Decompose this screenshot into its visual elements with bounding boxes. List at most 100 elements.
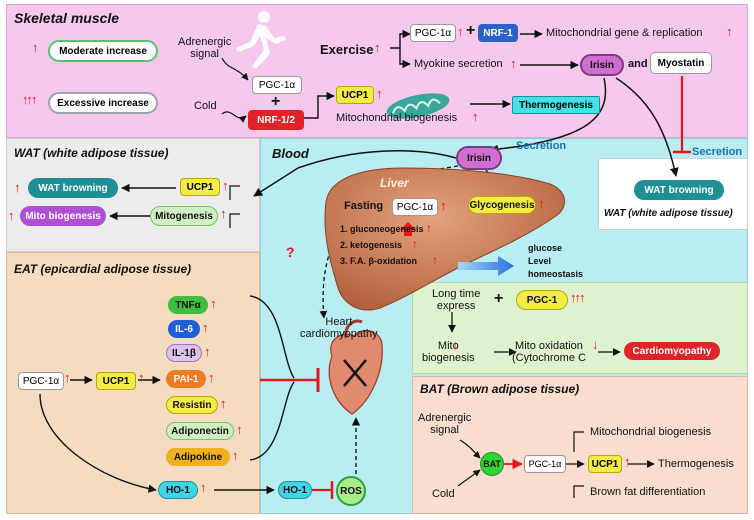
mito-biogenesis-label: Mitochondrial biogenesis bbox=[336, 112, 458, 124]
ketogenesis-label: 2. ketogenesis bbox=[340, 240, 403, 250]
resistin-pill: Resistin bbox=[166, 396, 218, 414]
glycogenesis-pill: Glycogenesis bbox=[468, 196, 536, 214]
up-arrow-icon: ↑ bbox=[8, 208, 15, 223]
bat-thermo-label: Thermogenesis bbox=[658, 458, 734, 470]
secretion-label: Secretion bbox=[692, 146, 743, 158]
up-arrow-icon: ↑ bbox=[32, 40, 39, 55]
up-arrow-icon: ↑ bbox=[220, 396, 227, 411]
mito-oxidation-label: Mito oxidation (Cytochrome C bbox=[512, 340, 586, 364]
up-arrow-icon: ↑ bbox=[138, 370, 145, 385]
up-arrow-icon: ↑ bbox=[14, 180, 21, 195]
irisin-blood-oval: Irisin bbox=[456, 146, 502, 170]
up-arrow-icon: ↑ bbox=[412, 237, 418, 251]
up-arrow-icon: ↑ bbox=[202, 320, 209, 335]
up-arrow-icon: ↑ bbox=[64, 370, 71, 385]
up-arrow-icon: ↑ bbox=[426, 221, 432, 235]
bat-mito-label: Mitochondrial biogenesis bbox=[590, 426, 712, 438]
skeletal-muscle-panel bbox=[6, 4, 748, 138]
up-arrow-icon: ↑ bbox=[624, 454, 631, 469]
up-arrow-icon: ↑ bbox=[457, 24, 464, 39]
up-arrow-icon: ↑ bbox=[374, 40, 381, 55]
adrenergic-signal-label: Adrenergic signal bbox=[178, 36, 232, 60]
up-arrow-icon: ↑ bbox=[538, 196, 545, 211]
up-arrow-icon: ↑ bbox=[376, 86, 383, 101]
up-arrow-icon: ↑ bbox=[726, 24, 733, 39]
glucose-homeostasis-label: glucose Level homeostasis bbox=[528, 243, 584, 279]
pgc1a-liver-box: PGC-1α bbox=[392, 198, 438, 216]
exercise-label: Exercise bbox=[320, 42, 374, 57]
il6-pill: IL-6 bbox=[168, 320, 200, 338]
cold-label: Cold bbox=[432, 488, 455, 500]
gluconeogenesis-label: 1. gluconeogenesis bbox=[340, 224, 424, 234]
thermogenesis-box: Thermogenesis bbox=[512, 96, 600, 114]
adipokine-pill: Adipokine bbox=[166, 448, 230, 466]
down-arrow-icon: ↓ bbox=[452, 337, 459, 352]
pgc1a-bat-box: PGC-1α bbox=[524, 455, 566, 473]
up-arrow-icon: ↑ bbox=[210, 296, 217, 311]
wat-browning-pill: WAT browning bbox=[28, 178, 118, 198]
wat-title: WAT (white adipose tissue) bbox=[14, 146, 169, 160]
up-arrow-icon: ↑ bbox=[204, 344, 211, 359]
adiponectin-pill: Adiponectin bbox=[166, 422, 234, 440]
plus-sign: + bbox=[494, 290, 504, 307]
tnfa-pill: TNFα bbox=[168, 296, 208, 314]
liver-label: Liver bbox=[380, 176, 409, 190]
pgc1a-eat-box: PGC-1α bbox=[18, 372, 64, 390]
skeletal-muscle-title: Skeletal muscle bbox=[14, 10, 120, 26]
mito-biogenesis-label: Mito biogenesis bbox=[422, 340, 475, 364]
bat-title: BAT (Brown adipose tissue) bbox=[420, 382, 580, 396]
mitogenesis-pill: Mitogenesis bbox=[150, 206, 218, 226]
legend-moderate: Moderate increase bbox=[48, 40, 158, 62]
fa-oxidation-label: 3. F.A. β-oxidation bbox=[340, 256, 417, 266]
myostatin-box: Myostatin bbox=[650, 52, 712, 74]
legend-excessive: Excessive increase bbox=[48, 92, 158, 114]
triple-up-arrow-icon: ↑↑↑ bbox=[570, 290, 585, 305]
pgc1-pill: PGC-1 bbox=[516, 290, 568, 310]
and-label: and bbox=[628, 58, 648, 70]
ucp1-eat-box: UCP1 bbox=[96, 372, 136, 390]
question-mark: ? bbox=[286, 244, 295, 260]
blood-title: Blood bbox=[272, 146, 309, 161]
mito-biogenesis-pill: Mito biogenesis bbox=[20, 206, 106, 226]
ho1-pill: HO-1 bbox=[158, 481, 198, 499]
plus-sign: + bbox=[466, 22, 476, 39]
pai1-pill: PAI-1 bbox=[166, 370, 206, 388]
nrf1-box: NRF-1 bbox=[478, 24, 518, 42]
ucp1-box: UCP1 bbox=[180, 178, 220, 196]
up-arrow-icon: ↑ bbox=[208, 370, 215, 385]
brown-fat-label: Brown fat differentiation bbox=[590, 486, 706, 498]
up-arrow-icon: ↑ bbox=[232, 448, 239, 463]
up-arrow-icon: ↑ bbox=[236, 422, 243, 437]
bat-circle: BAT bbox=[480, 452, 504, 476]
adrenergic-signal-label: Adrenergic signal bbox=[418, 412, 472, 436]
ucp1-bat-box: UCP1 bbox=[588, 455, 622, 473]
wat-browning-right-pill: WAT browning bbox=[634, 180, 724, 200]
pgc1a-box: PGC-1α bbox=[252, 76, 302, 94]
up-arrow-icon: ↑ bbox=[220, 206, 227, 221]
long-time-label: Long time express bbox=[432, 288, 481, 312]
ho1-blood-pill: HO-1 bbox=[278, 481, 312, 499]
up-arrow-icon: ↑ bbox=[200, 480, 207, 495]
myokine-label: Myokine secretion bbox=[414, 58, 503, 70]
up-arrow-icon: ↑ bbox=[510, 56, 517, 71]
bat-panel bbox=[412, 376, 748, 514]
up-arrow-icon: ↑ bbox=[472, 109, 479, 124]
mitochondria-icon bbox=[386, 93, 450, 119]
heart-icon bbox=[328, 319, 383, 415]
nrf12-box: NRF-1/2 bbox=[248, 110, 304, 130]
down-arrow-icon: ↓ bbox=[592, 337, 599, 352]
fasting-label: Fasting bbox=[344, 200, 384, 212]
heart-label: Heart cardiomyopathy bbox=[300, 316, 378, 340]
cardiomyopathy-pill: Cardiomyopathy bbox=[624, 342, 720, 360]
runner-icon bbox=[236, 11, 286, 69]
irisin-oval: Irisin bbox=[580, 54, 624, 76]
mito-gene-label: Mitochondrial gene & replication bbox=[546, 27, 703, 39]
up-arrow-icon: ↑ bbox=[440, 198, 447, 213]
eat-title: EAT (epicardial adipose tissue) bbox=[14, 262, 192, 276]
wat-right-label: WAT (white adipose tissue) bbox=[604, 208, 733, 219]
up-arrow-icon: ↑ bbox=[222, 178, 229, 193]
ros-circle: ROS bbox=[336, 476, 366, 506]
up-arrow-icon: ↑ bbox=[432, 253, 438, 267]
il1b-pill: IL-1β bbox=[166, 344, 202, 362]
